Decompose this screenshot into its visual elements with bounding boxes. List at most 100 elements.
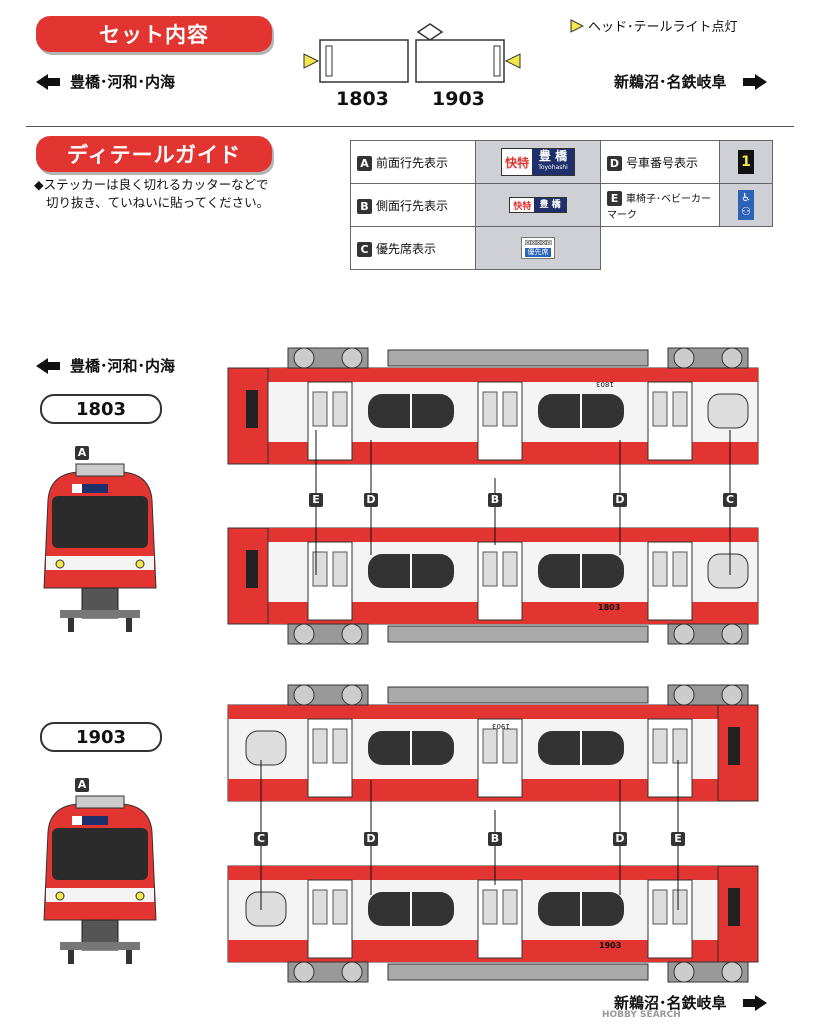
side-1803-roof-view-door-1-window-l [312, 391, 328, 427]
side-1803-main-view-door-1-window-r [332, 551, 348, 587]
guide-b-label: 側面行先表示 [376, 198, 449, 213]
side-1803-roof-view-underfloor-equipment [387, 349, 649, 367]
watermark: HOBBY SEARCH [602, 1010, 681, 1020]
set-contents-banner: セット内容 [36, 16, 272, 52]
side-1803-main-view-wheel-1 [293, 623, 315, 645]
direction-left-label: 豊橋･河和･内海 [70, 73, 176, 91]
callout-a-1: A [75, 446, 89, 460]
side-1803-main-view-end-window [707, 553, 749, 589]
car-number-value: 1 [738, 150, 754, 174]
key-d: D [607, 155, 622, 171]
side-1803-main-view-wheel-3 [673, 623, 695, 645]
side-1903-roof-view-wheel-2 [341, 684, 363, 706]
side-1903-roof-view-door-1-window-r [332, 728, 348, 764]
callout-e-1803: E [309, 493, 323, 507]
front-view-1903 [43, 795, 157, 964]
wheelchair-icon: ♿ [741, 191, 751, 204]
side-1803-roof-view-door-2-window-l [482, 391, 498, 427]
side-1903-roof-view-door-2-window-l [482, 728, 498, 764]
side-1803-roof-view-door-1-window-r [332, 391, 348, 427]
side-1803-roof-view-end-window [707, 393, 749, 429]
side-1803-main-view-door-3-window-r [672, 551, 688, 587]
car-label-1903: 1903 [40, 722, 162, 752]
front-type-label: 快特 [502, 149, 533, 175]
side-1903-roof-view-red-band-top [228, 705, 758, 719]
side-1803-main-view-red-band-top [228, 528, 758, 542]
guide-d-label: 号車番号表示 [626, 155, 699, 170]
key-a: A [357, 155, 372, 171]
side-number-1803-upper: 1803 [596, 380, 614, 388]
sticker-note: ◆ステッカーは良く切れるカッターなどで 切り抜き、ていねいに貼ってください。 [34, 176, 269, 212]
direction-right-label-bottom: 新鵜沼･名鉄岐阜 [614, 994, 727, 1012]
direction-right: 新鵜沼･名鉄岐阜 [614, 71, 767, 92]
side-1903-main-view-cab-window [728, 888, 740, 926]
set-label-1903: 1903 [432, 88, 485, 110]
side-1803-main-view-door-2-window-l [482, 551, 498, 587]
callout-d-1903-right: D [613, 832, 627, 846]
direction-right-label: 新鵜沼･名鉄岐阜 [614, 73, 727, 91]
side-1903-roof-view-end-window [245, 730, 287, 766]
side-1903-roof-view-underfloor-equipment [387, 686, 649, 704]
arrow-right-icon [742, 73, 767, 90]
side-1903-main-view-door-3-window-l [652, 889, 668, 925]
side-1803-main-view-wheel-2 [341, 623, 363, 645]
side-dest-label: 豊 橋 [534, 198, 566, 212]
arrow-left-icon [36, 357, 60, 374]
side-1903-main-view-wheel-3 [673, 961, 695, 983]
side-1803-roof-view-wheel-4 [721, 347, 743, 369]
side-1903-main-view-underfloor-equipment [387, 963, 649, 981]
side-1903-main-view-wheel-1 [293, 961, 315, 983]
arrow-right-icon [742, 994, 767, 1011]
callout-d-1903-left: D [364, 832, 378, 846]
side-1803-main-view-door-1-window-l [312, 551, 328, 587]
priority-seat-sample: ☒☒☒☒☒ 優先席 [475, 226, 601, 270]
side-1803-roof-view-door-3-window-r [672, 391, 688, 427]
detail-guide-banner: ディテールガイド [36, 136, 272, 172]
guide-row-d: D 号車番号表示 [600, 140, 720, 184]
separator-line [26, 126, 794, 127]
key-c: C [357, 241, 372, 257]
side-1903-main-view-door-2-window-r [502, 889, 518, 925]
side-1803-main-view-door-3-window-l [652, 551, 668, 587]
side-1803-main-view-wheel-4 [721, 623, 743, 645]
direction-right-bottom: 新鵜沼･名鉄岐阜 [614, 992, 767, 1013]
side-1903-main-view-wheel-4 [721, 961, 743, 983]
side-1903-main-view-door-1-window-l [312, 889, 328, 925]
callout-c-1903: C [254, 832, 268, 846]
headlight-legend: ヘッド･テールライト点灯 [570, 16, 738, 35]
baby-stroller-icon: ⚇ [741, 205, 751, 218]
callout-b-1803: B [488, 493, 502, 507]
side-type-label: 快特 [513, 201, 532, 212]
side-1903-main-view-wheel-2 [341, 961, 363, 983]
side-1903-roof-view-wheel-3 [673, 684, 695, 706]
front-destination-sample: 快特 豊 橋 Toyohashi [475, 140, 601, 184]
side-1803-roof-view-wheel-2 [341, 347, 363, 369]
key-e: E [607, 190, 622, 206]
side-1803-main-view-cab-window [246, 550, 258, 588]
side-1903-roof-view-door-1-window-l [312, 728, 328, 764]
set-label-1803: 1803 [336, 88, 389, 110]
side-1903-main-view-door-1-window-r [332, 889, 348, 925]
side-1903-roof-view-wheel-4 [721, 684, 743, 706]
callout-d-1803-left: D [364, 493, 378, 507]
car-label-1803: 1803 [40, 394, 162, 424]
side-1803-roof-view-cab-window [246, 390, 258, 428]
side-1803-roof-view-wheel-1 [293, 347, 315, 369]
headlight-triangle-icon [570, 18, 584, 33]
key-b: B [357, 198, 372, 214]
callout-a-2: A [75, 778, 89, 792]
headlight-legend-label: ヘッド･テールライト点灯 [588, 20, 738, 35]
side-1803-roof-view-wheel-3 [673, 347, 695, 369]
callout-e-1903: E [671, 832, 685, 846]
side-number-1903-upper: 1903 [492, 722, 510, 730]
side-1803-main-view-door-2-window-r [502, 551, 518, 587]
front-dest-label: 豊 橋 [538, 149, 568, 163]
guide-a-label: 前面行先表示 [376, 155, 449, 170]
guide-e-label: 車椅子･ベビーカーマーク [607, 193, 711, 221]
set-composition-diagram [303, 23, 521, 83]
side-1903-roof-view-door-2-window-r [502, 728, 518, 764]
